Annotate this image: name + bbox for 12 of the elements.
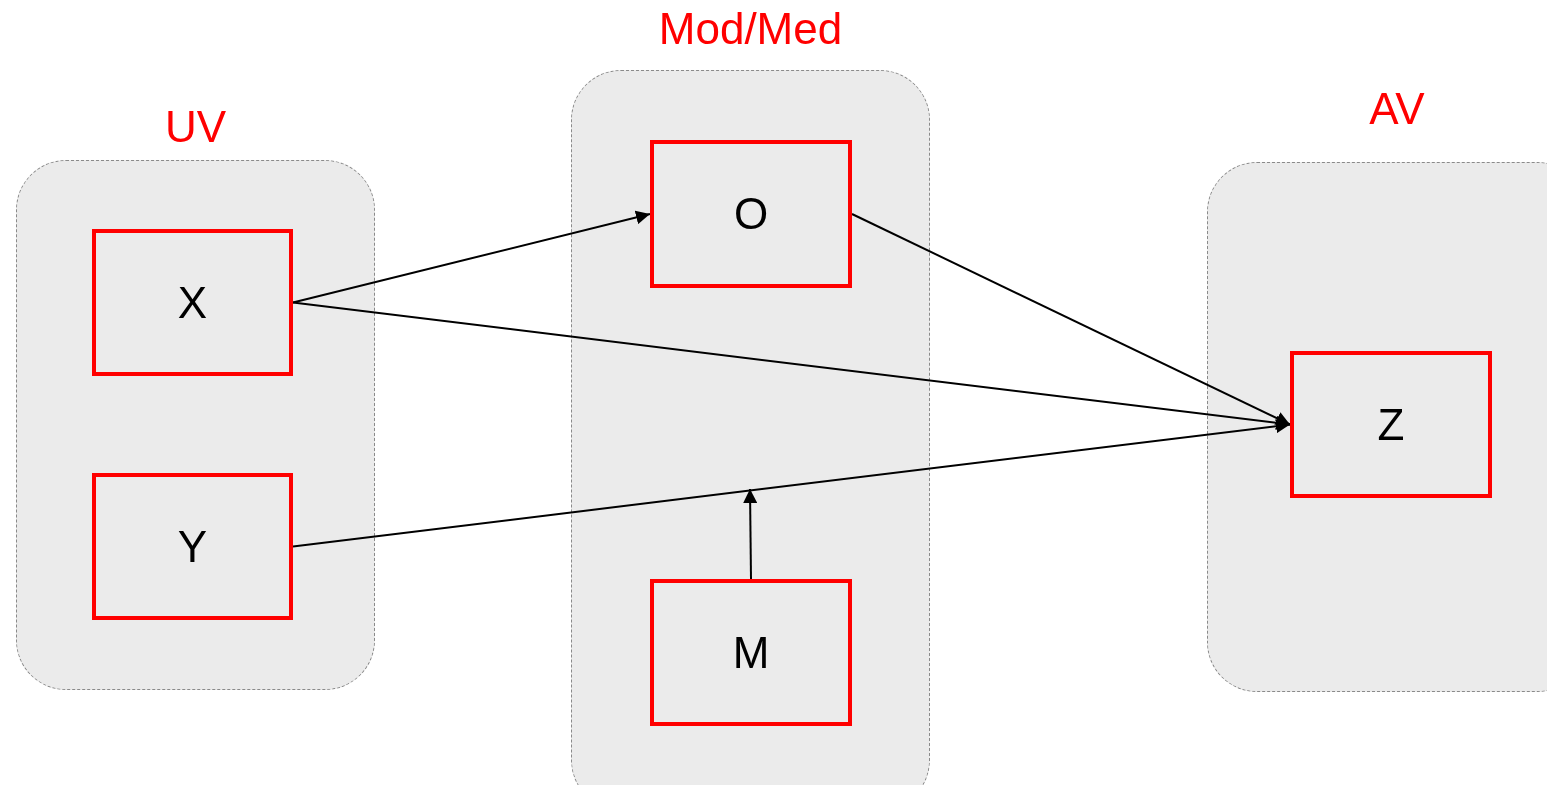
group-heading: AV — [1369, 84, 1425, 134]
arrow — [743, 488, 758, 580]
variable-box: Y — [92, 473, 293, 620]
arrow — [851, 213, 1291, 426]
group-heading: Mod/Med — [658, 4, 843, 54]
arrow — [292, 419, 1291, 548]
variable-box: Z — [1290, 351, 1492, 498]
variable-box: O — [650, 140, 852, 288]
variable-box: X — [92, 229, 293, 376]
variable-box: M — [650, 579, 852, 726]
group-heading: UV — [164, 102, 227, 152]
arrow — [292, 210, 651, 304]
